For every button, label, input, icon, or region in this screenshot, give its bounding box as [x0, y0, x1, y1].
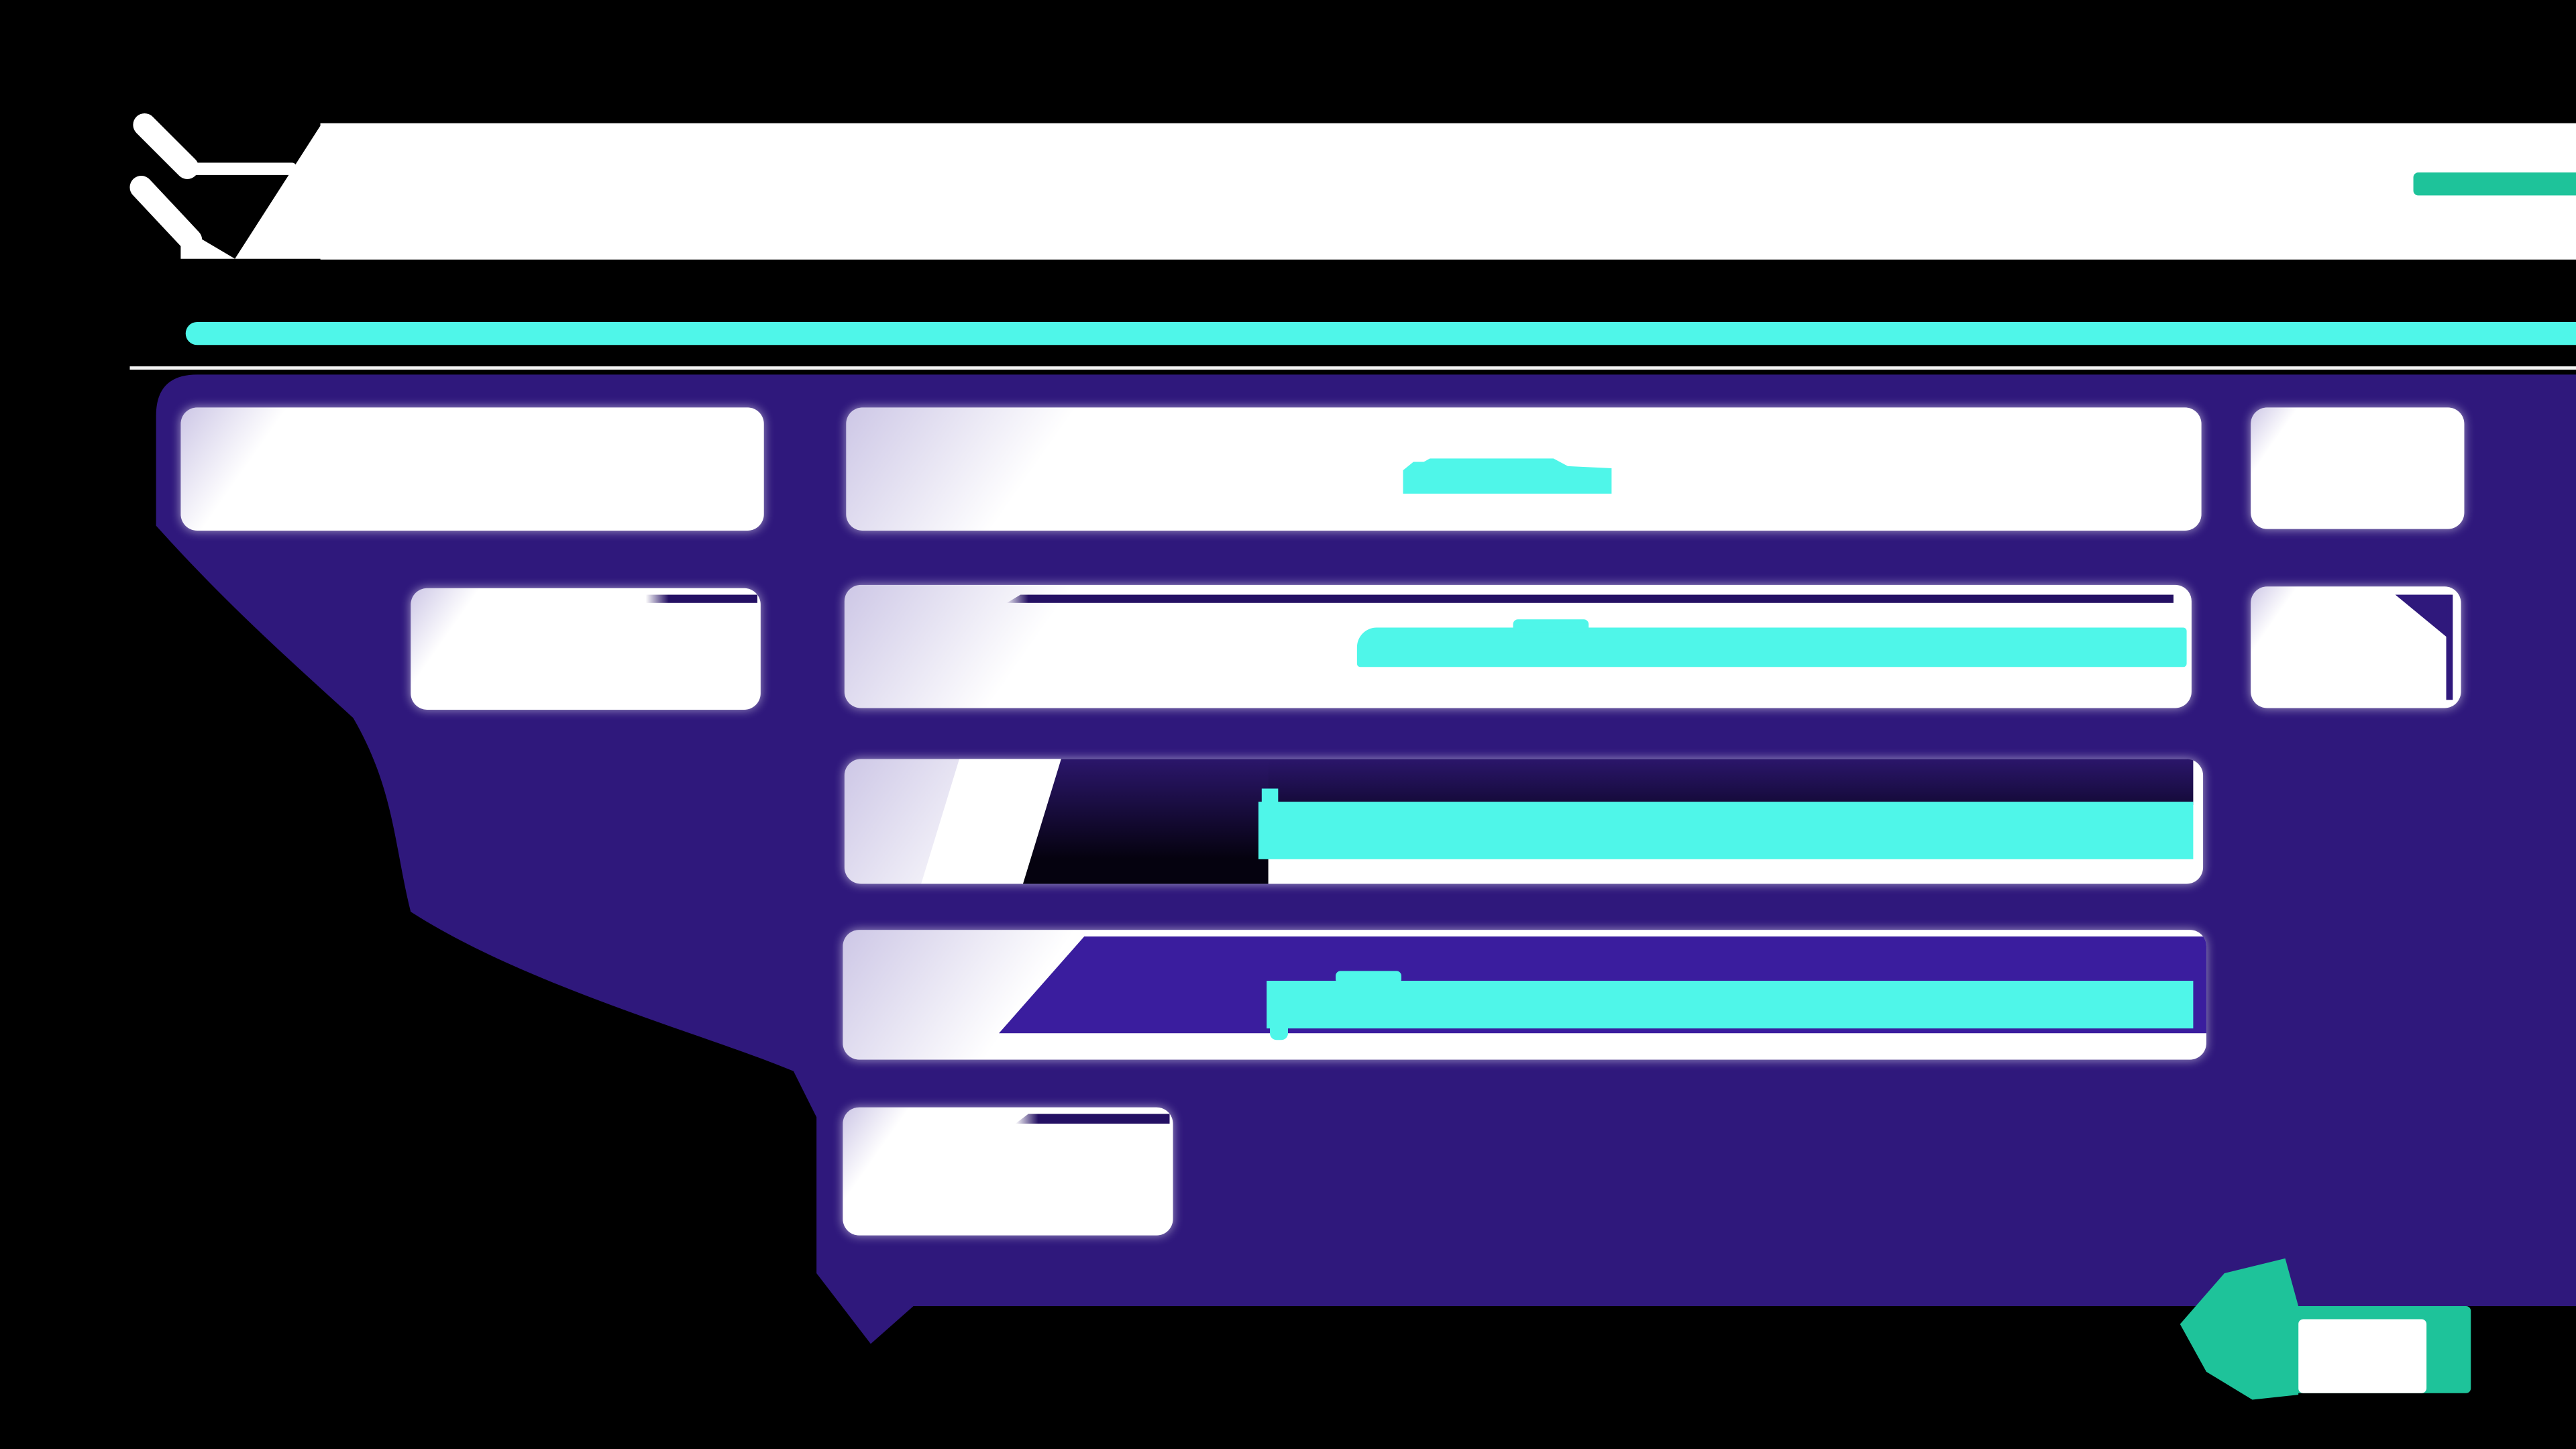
row4-redacted-text: [1267, 981, 2194, 1029]
row2-content-box: [844, 584, 2192, 708]
row2-redacted-ascender: [1513, 619, 1589, 633]
accent-underline: [185, 322, 2576, 345]
ribbon-band: [320, 123, 2576, 259]
row2-content-strip: [1005, 594, 2174, 603]
row3-redacted-stem: [1261, 788, 1279, 806]
ribbon-tail-1-bar: [177, 162, 296, 175]
ribbon-edge-wedge: [235, 123, 323, 259]
row1-side-box: [2251, 407, 2465, 529]
row1-title-box: [846, 407, 2202, 531]
row4-redacted-ascender: [1336, 971, 1401, 984]
row4-redacted-descender: [1270, 1025, 1289, 1040]
row5-strip: [1015, 1114, 1170, 1124]
row2-redacted-text: [1356, 627, 2187, 667]
row3-content-box: [844, 759, 2204, 884]
accent-chip: [2413, 171, 2576, 196]
cursor-arrow-icon: [2180, 1258, 2299, 1400]
row5-small-box: [843, 1107, 1173, 1236]
hairline-rule: [129, 366, 2576, 370]
row2-label-box: [411, 588, 761, 710]
row4-content-box: [843, 930, 2206, 1060]
row1-label-box: [180, 407, 764, 531]
ribbon-tail-1: [133, 113, 199, 179]
cursor-band-white-box: [2298, 1319, 2427, 1393]
ribbon-notch: [235, 180, 281, 188]
ribbon-tail-2-join: [180, 226, 235, 259]
row3-redacted-text: [1258, 802, 2194, 859]
row2-label-strip: [645, 594, 757, 603]
row1-redacted-title: [1403, 458, 1612, 494]
row2-side-box: [2251, 586, 2461, 708]
row2-corner-fold: [2395, 594, 2453, 700]
